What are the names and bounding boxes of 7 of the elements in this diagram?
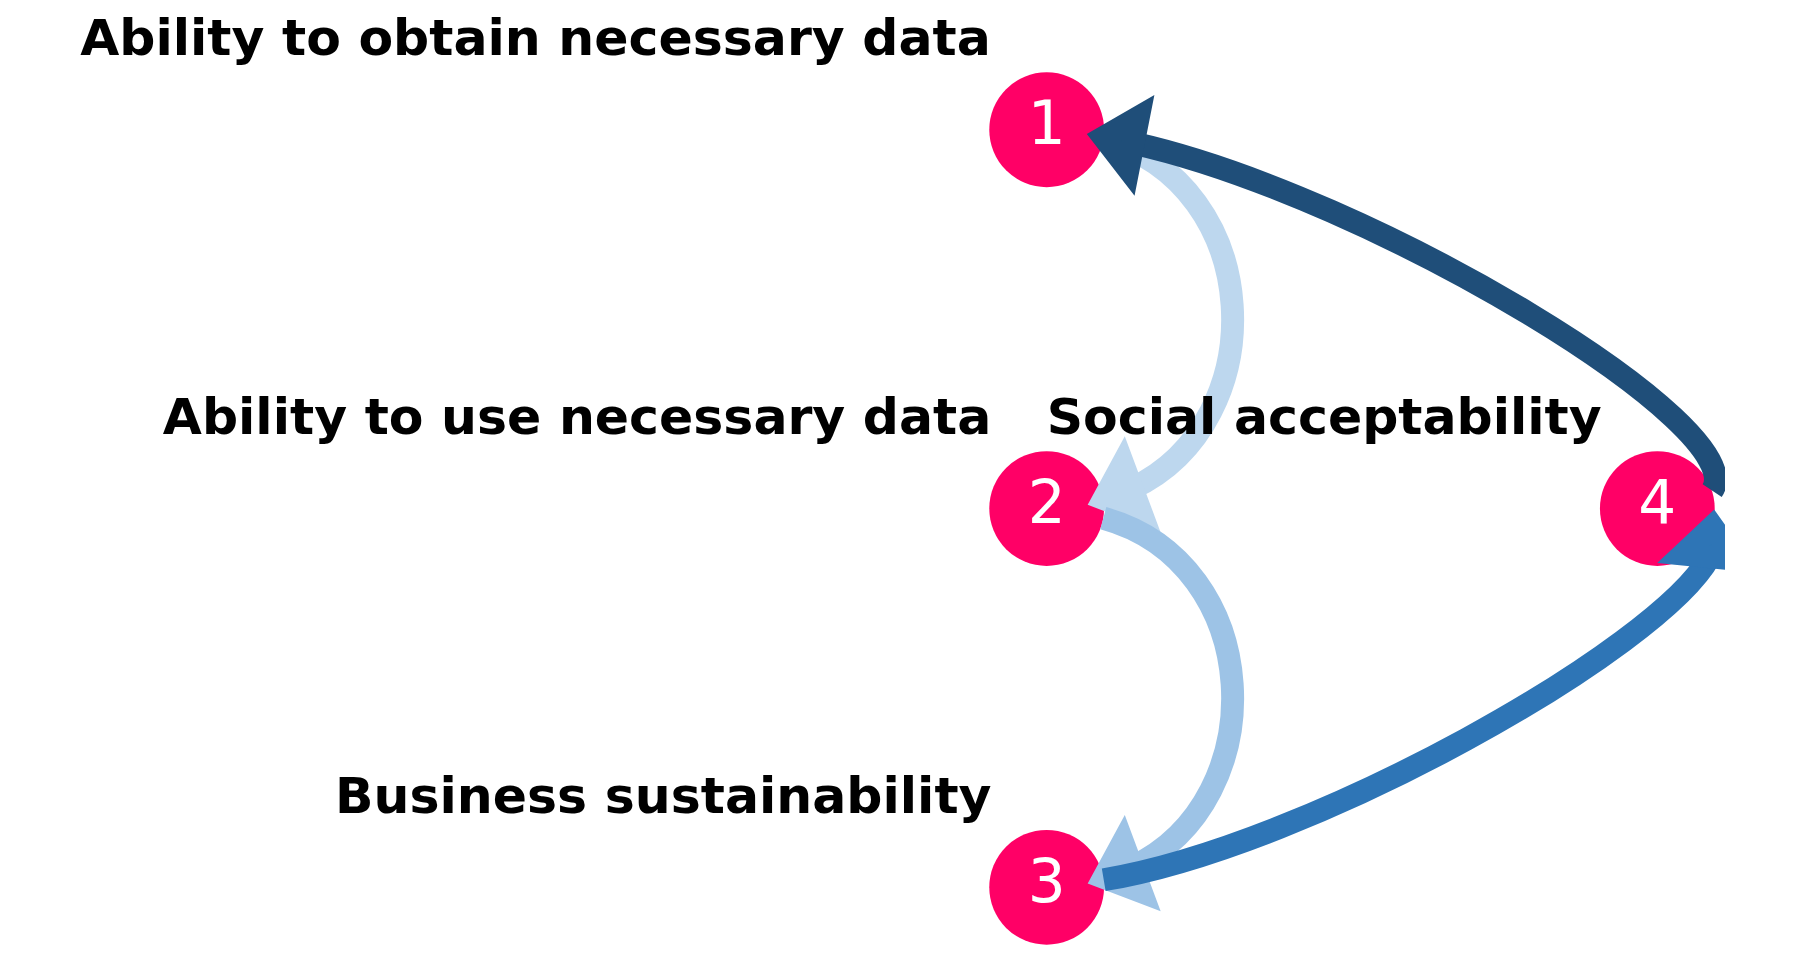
arrow [1101, 509, 1725, 891]
node-circle: 3 [989, 829, 1105, 945]
node-label: Ability to use necessary data [162, 387, 992, 447]
node-label: Business sustainability [335, 765, 992, 825]
node-circle: 1 [989, 72, 1105, 188]
node-circle: 2 [989, 451, 1105, 566]
node-label: Ability to obtain necessary data [80, 8, 991, 68]
